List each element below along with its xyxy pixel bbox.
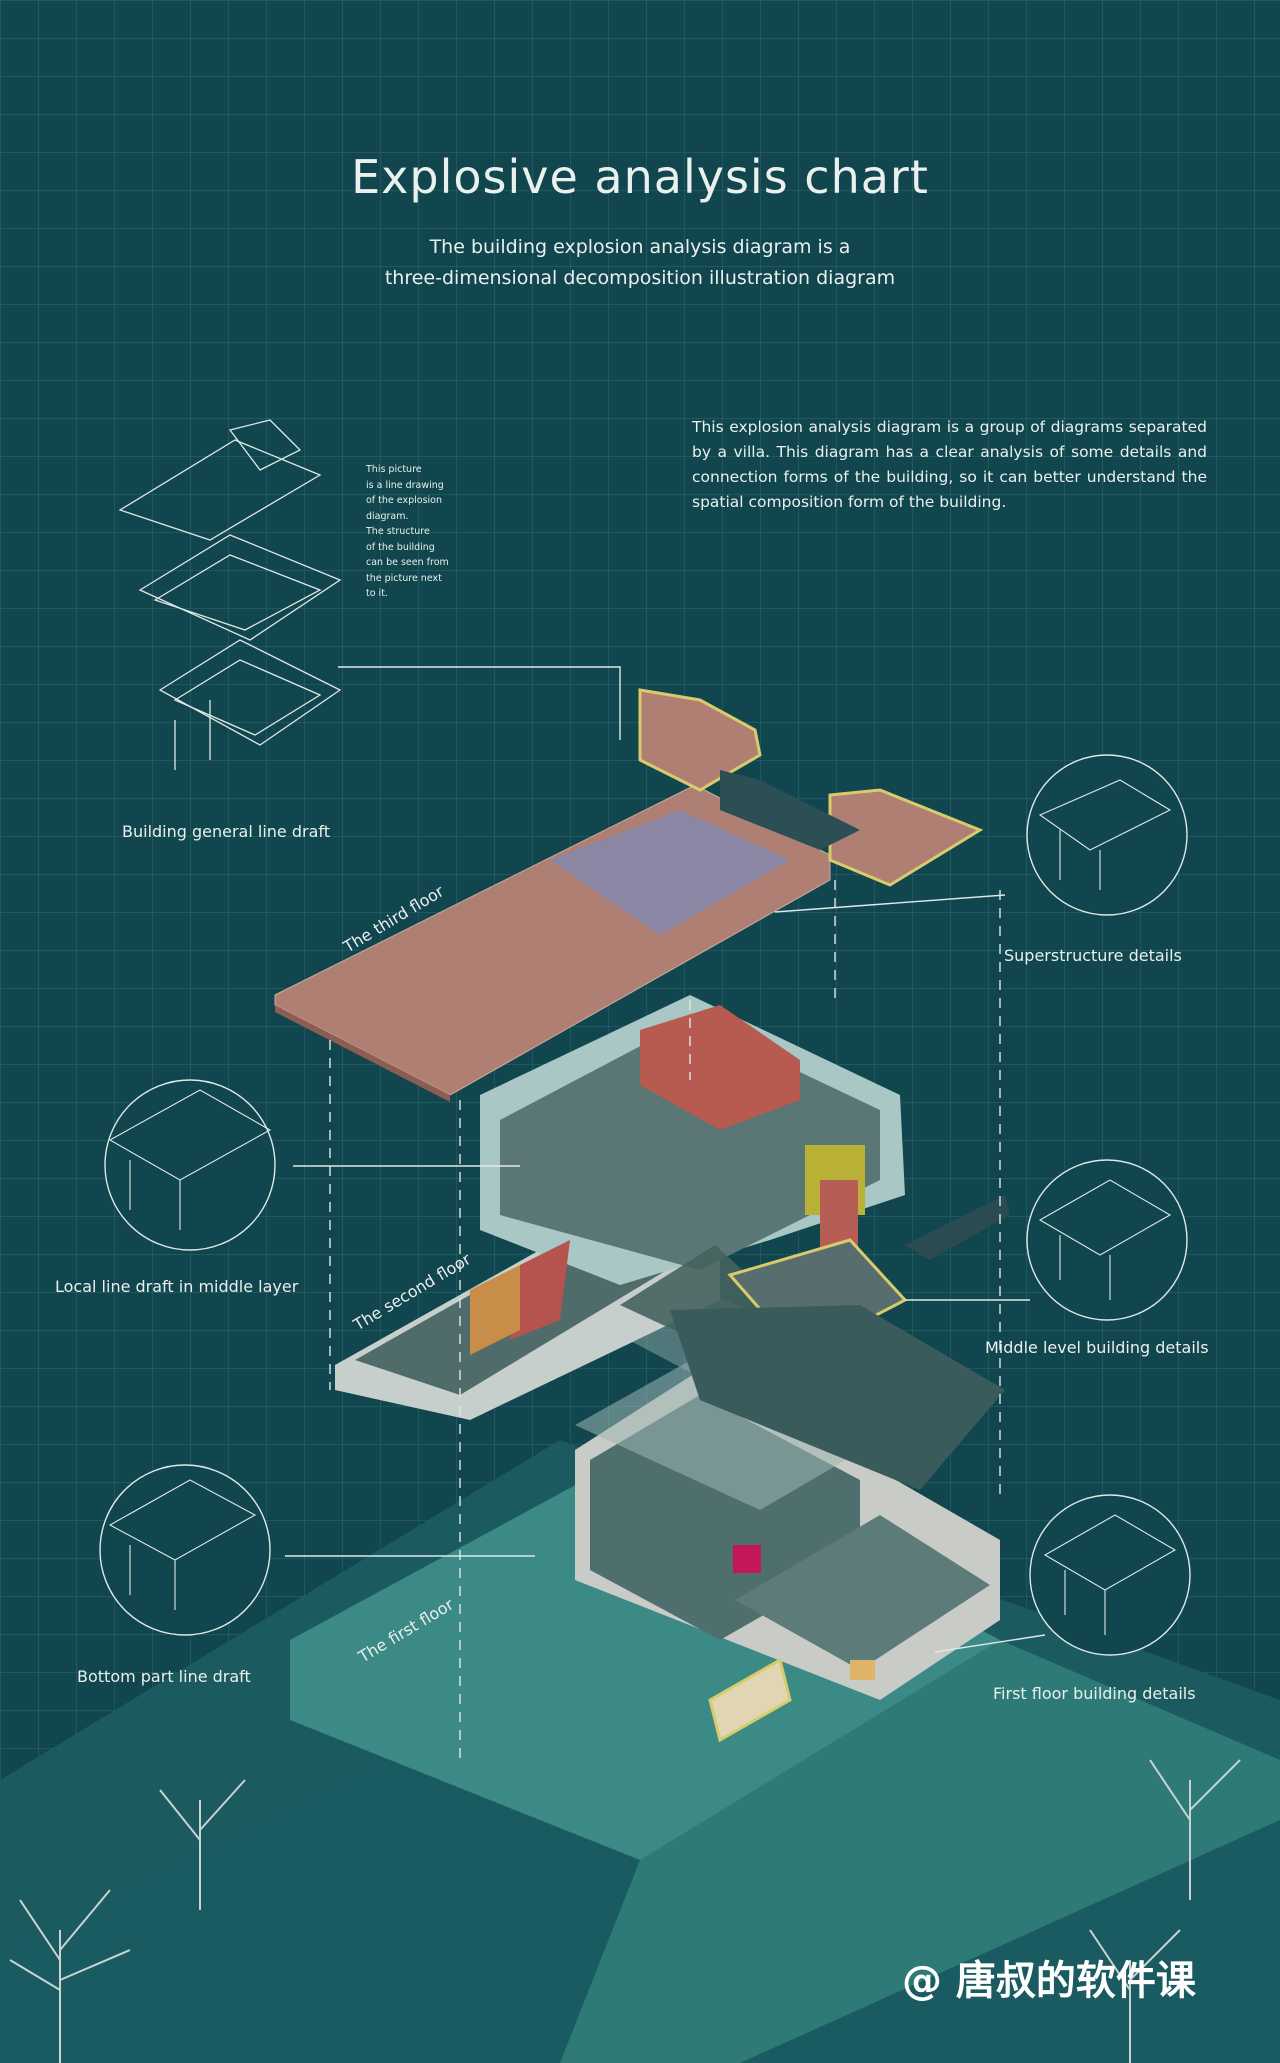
superstructure-detail-circle — [1026, 754, 1188, 916]
detail-circles — [99, 754, 1191, 1656]
label-superstructure-details: Superstructure details — [1004, 946, 1182, 965]
circle-line-work — [108, 779, 1177, 1635]
third-floor-roof — [274, 688, 984, 1102]
watermark: @ 唐叔的软件课 — [902, 1958, 1196, 2004]
page-subtitle: The building explosion analysis diagram … — [384, 236, 896, 289]
middle-level-detail-circle — [1026, 1159, 1188, 1321]
alignment-dashes — [329, 880, 1001, 1760]
picture-note: This picture is a line drawing of the ex… — [366, 464, 449, 599]
label-local-middle: Local line draft in middle layer — [55, 1277, 299, 1296]
bottom-detail-circle — [99, 1464, 271, 1636]
second-floor-block — [335, 995, 1010, 1490]
intro-paragraph: This explosion analysis diagram is a gro… — [692, 418, 1207, 511]
leader-lines — [285, 666, 1046, 1653]
first-floor-detail-circle — [1029, 1494, 1191, 1656]
middle-local-detail-circle — [104, 1079, 276, 1251]
line-draft-general — [118, 419, 342, 770]
label-general-line-draft: Building general line draft — [122, 822, 331, 841]
first-floor-slab — [575, 1355, 880, 1510]
trees — [9, 1759, 1241, 2063]
label-middle-details: Middle level building details — [985, 1338, 1209, 1357]
label-bottom-line-draft: Bottom part line draft — [77, 1667, 251, 1686]
page-title: Explosive analysis chart — [351, 150, 929, 204]
label-first-floor-details: First floor building details — [993, 1684, 1196, 1703]
